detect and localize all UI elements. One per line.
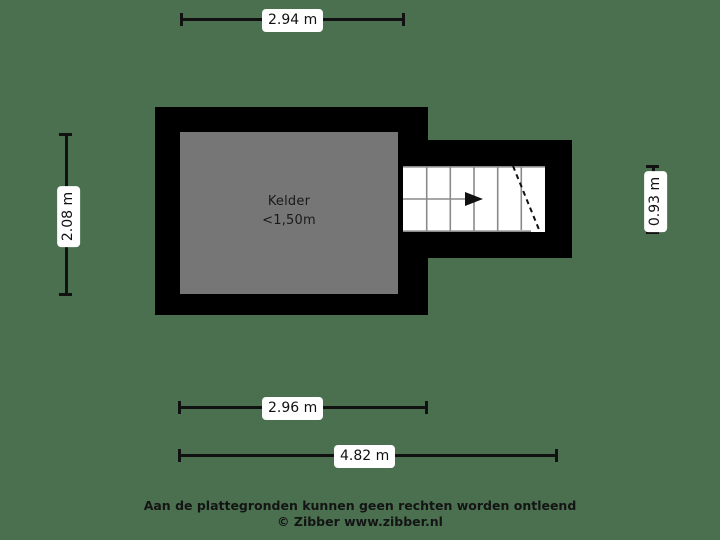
- staircase-graphic: [403, 166, 545, 232]
- kelder-label-group: Kelder <1,50m: [180, 192, 398, 230]
- dimension-left-cap-top: [59, 133, 72, 136]
- dimension-left-label: 2.08 m: [57, 185, 81, 248]
- stair-direction-arrow: [465, 192, 483, 206]
- dimension-top-cap-left: [180, 13, 183, 26]
- dimension-bottom-inner-cap-right: [425, 401, 428, 414]
- dimension-bottom-inner-label: 2.96 m: [262, 397, 324, 420]
- dimension-bottom-inner-cap-left: [178, 401, 181, 414]
- dimension-bottom-outer-cap-left: [178, 449, 181, 462]
- dimension-right-label: 0.93 m: [644, 170, 668, 233]
- stair-break-line: [512, 166, 541, 232]
- staircase: [403, 166, 545, 232]
- dimension-left-cap-bottom: [59, 293, 72, 296]
- dimension-top-cap-right: [402, 13, 405, 26]
- stair-outline: [403, 166, 545, 232]
- dimension-top-label: 2.94 m: [262, 9, 324, 32]
- dimension-bottom-outer-cap-right: [555, 449, 558, 462]
- footer-disclaimer: Aan de plattegronden kunnen geen rechten…: [143, 498, 577, 513]
- footer: Aan de plattegronden kunnen geen rechten…: [0, 498, 720, 530]
- kelder-floor: [180, 132, 398, 294]
- dimension-right-cap-top: [646, 165, 659, 168]
- room-height-note: <1,50m: [262, 213, 316, 228]
- dimension-bottom-outer-label: 4.82 m: [334, 445, 396, 468]
- dimension-right-cap-bottom: [646, 231, 659, 234]
- footer-copyright: © Zibber www.zibber.nl: [277, 514, 443, 529]
- room-name: Kelder: [267, 194, 311, 209]
